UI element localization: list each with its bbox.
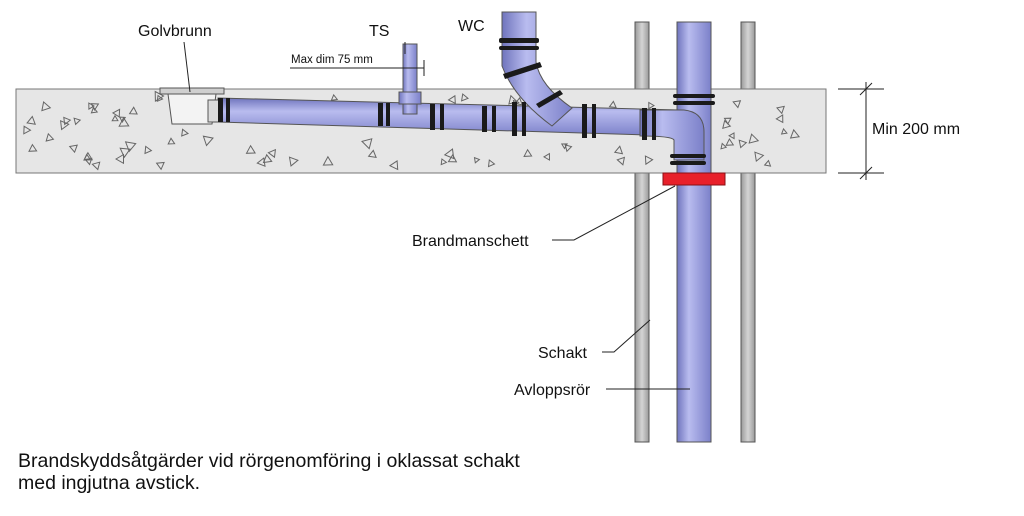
aggregate-mark [245,144,256,154]
aggregate-mark [748,133,760,144]
aggregate-mark [45,132,55,142]
ts-label: TS [369,23,389,40]
aggregate-mark [68,144,78,154]
aggregate-mark [789,128,801,139]
aggregate-mark [111,114,119,122]
drain-pipe-label: Avloppsrör [514,382,591,399]
aggregate-mark [88,102,95,110]
aggregate-mark [63,116,72,126]
aggregate-mark [118,116,130,127]
aggregate-mark [738,139,748,149]
max-dim-label: Max dim 75 mm [291,54,373,66]
aggregate-mark [616,156,626,166]
aggregate-mark [181,128,189,137]
caption-line-2: med ingjutna avstick. [18,472,201,494]
caption-line-1: Brandskyddsåtgärder vid rörgenomföring i… [18,450,520,472]
stack-rings [670,94,715,165]
aggregate-mark [543,152,551,161]
aggregate-mark [41,101,52,112]
aggregate-mark [367,149,377,159]
leader-lines [183,41,884,390]
aggregate-mark [156,94,164,102]
aggregate-mark [523,148,533,157]
aggregate-mark [124,141,137,153]
aggregate-mark [330,93,339,101]
aggregate-mark [608,100,617,109]
aggregate-mark [288,156,299,167]
aggregate-mark [560,143,568,150]
branch-pipe-rings [218,98,656,140]
aggregate-mark [128,106,138,115]
aggregate-mark [388,160,399,171]
aggregate-mark [723,117,732,125]
aggregate-mark [144,145,153,155]
aggregate-mark [780,127,788,135]
aggregate-mark [267,148,276,159]
floor-drain-label: Golvbrunn [138,23,212,40]
aggregate-mark [119,147,131,159]
aggregate-mark [262,153,273,164]
min-thickness-label: Min 200 mm [872,121,960,138]
aggregate-mark [754,151,765,163]
aggregate-mark [155,161,165,171]
aggregate-mark [23,125,32,135]
aggregate-mark [167,137,176,145]
wc-pipe-rings [499,38,563,108]
aggregate-mark [202,135,214,147]
shaft-label: Schakt [538,345,587,362]
wc-label: WC [458,18,485,35]
concrete-aggregate [23,90,801,171]
aggregate-mark [256,157,266,167]
figure-caption: Brandskyddsåtgärder vid rörgenomföring i… [18,450,520,494]
aggregate-mark [447,94,456,105]
aggregate-mark [83,153,91,161]
aggregate-mark [732,100,742,109]
shaft-wall-left [634,21,650,443]
aggregate-mark [725,138,735,146]
aggregate-mark [443,148,455,160]
aggregate-mark [115,153,124,165]
aggregate-mark [322,155,334,166]
aggregate-mark [720,142,728,150]
aggregate-mark [776,105,785,115]
aggregate-mark [26,115,36,125]
aggregate-mark [154,90,165,102]
aggregate-mark [514,96,523,106]
aggregate-mark [447,153,458,163]
aggregate-mark [644,155,654,166]
ts-pipe-joint [398,91,422,105]
aggregate-mark [775,114,784,124]
fire-collar-label: Brandmanschett [412,233,529,250]
aggregate-mark [460,93,469,102]
aggregate-mark [361,138,373,150]
fire-collar [662,172,726,186]
aggregate-mark [91,161,101,171]
aggregate-mark [564,144,573,153]
aggregate-mark [473,156,481,164]
aggregate-mark [613,145,624,155]
aggregate-mark [648,101,655,110]
aggregate-mark [440,158,448,166]
aggregate-mark [28,143,38,152]
shaft-wall-right [740,21,756,443]
aggregate-mark [728,132,735,140]
aggregate-mark [763,159,772,167]
aggregate-mark [111,108,121,118]
aggregate-mark [73,117,82,126]
drain-pipe-stack [676,21,712,443]
aggregate-mark [487,159,496,168]
aggregate-mark [118,116,127,123]
